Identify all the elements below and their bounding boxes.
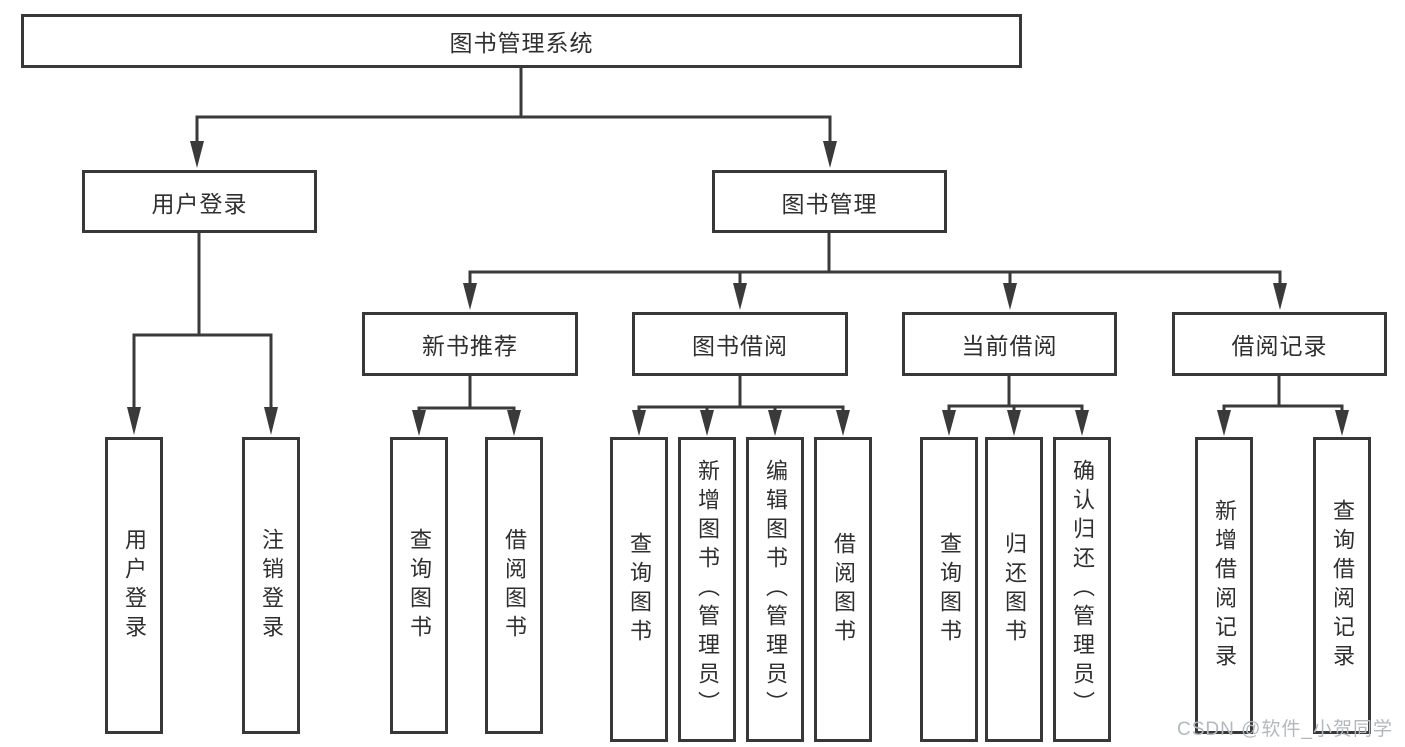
node-library-management-system: 图书管理系统 xyxy=(21,14,1022,68)
leaf-add-books-admin: 新增图书（管理员） xyxy=(678,437,736,742)
leaf-borrow-books: 借阅图书 xyxy=(814,437,872,742)
leaf-return-books: 归还图书 xyxy=(985,437,1043,742)
leaf-edit-books-admin: 编辑图书（管理员） xyxy=(746,437,804,742)
leaf-add-borrow-record: 新增借阅记录 xyxy=(1195,437,1253,734)
node-current-borrowing: 当前借阅 xyxy=(902,312,1117,376)
leaf-confirm-return-admin: 确认归还（管理员） xyxy=(1053,437,1111,742)
arrowheads xyxy=(127,141,1349,436)
leaf-query-books-recommend: 查询图书 xyxy=(390,437,448,734)
leaf-user-login: 用户登录 xyxy=(105,437,163,734)
leaf-borrow-books-recommend: 借阅图书 xyxy=(485,437,543,734)
node-borrowing-records: 借阅记录 xyxy=(1172,312,1387,376)
leaf-query-books-current: 查询图书 xyxy=(920,437,978,742)
leaf-query-borrow-record: 查询借阅记录 xyxy=(1313,437,1371,734)
leaf-query-books-borrowing: 查询图书 xyxy=(610,437,668,742)
node-book-management: 图书管理 xyxy=(712,170,947,233)
leaf-logout: 注销登录 xyxy=(242,437,300,734)
node-user-login: 用户登录 xyxy=(82,170,317,233)
connector-paths xyxy=(132,68,1344,413)
node-new-book-recommend: 新书推荐 xyxy=(362,312,578,376)
node-book-borrowing: 图书借阅 xyxy=(632,312,848,376)
csdn-watermark: CSDN @软件_小贺同学 xyxy=(1177,719,1393,740)
